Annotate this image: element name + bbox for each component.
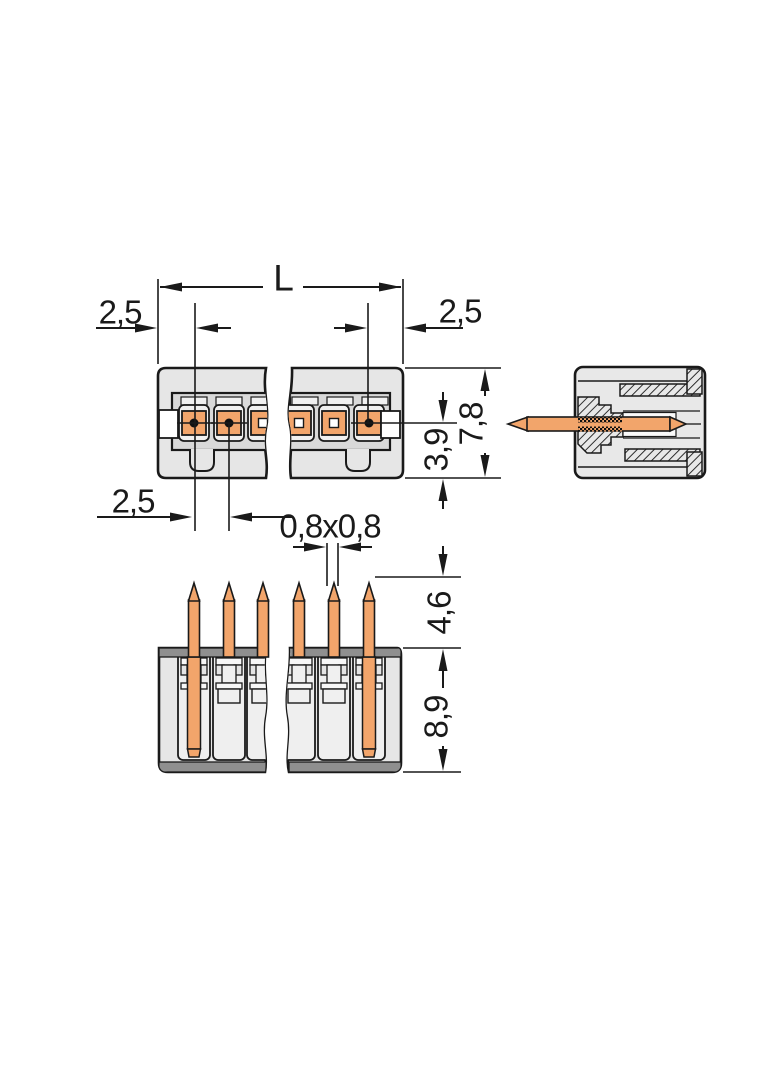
- dim-edge-left-label: 2,5: [98, 293, 143, 331]
- extension-lines: [157, 279, 501, 773]
- dim-edge-right-label: 2,5: [438, 292, 483, 330]
- internal-pin: [361, 656, 377, 758]
- dim-pin-protrusion-label: 4,6: [420, 591, 458, 635]
- dim-housing-depth-label: 8,9: [417, 695, 455, 739]
- hatched-sections: [577, 368, 703, 477]
- dim-pin-cross-section-label: 0,8x0,8: [279, 507, 381, 545]
- dimension-lines: [96, 282, 490, 771]
- section-pin: [505, 415, 701, 433]
- front-view-left-block: [159, 648, 267, 772]
- top-view: [156, 366, 405, 480]
- dim-pitch-label: 2,5: [111, 482, 156, 520]
- top-view-right-block: [288, 391, 401, 472]
- dim-housing-height-label: 7,8: [452, 402, 490, 446]
- solder-pins: [187, 580, 376, 658]
- side-section-view: [505, 365, 707, 480]
- internal-pin: [186, 656, 202, 758]
- front-view-right-block: [286, 648, 401, 772]
- knurl-band: [578, 426, 622, 432]
- knurl-band: [578, 417, 622, 423]
- front-view: [157, 580, 403, 774]
- pin-channel: [286, 651, 386, 761]
- dim-total-length-label: L: [273, 257, 294, 299]
- dim-pin-row-offset-label: 3,9: [417, 428, 455, 472]
